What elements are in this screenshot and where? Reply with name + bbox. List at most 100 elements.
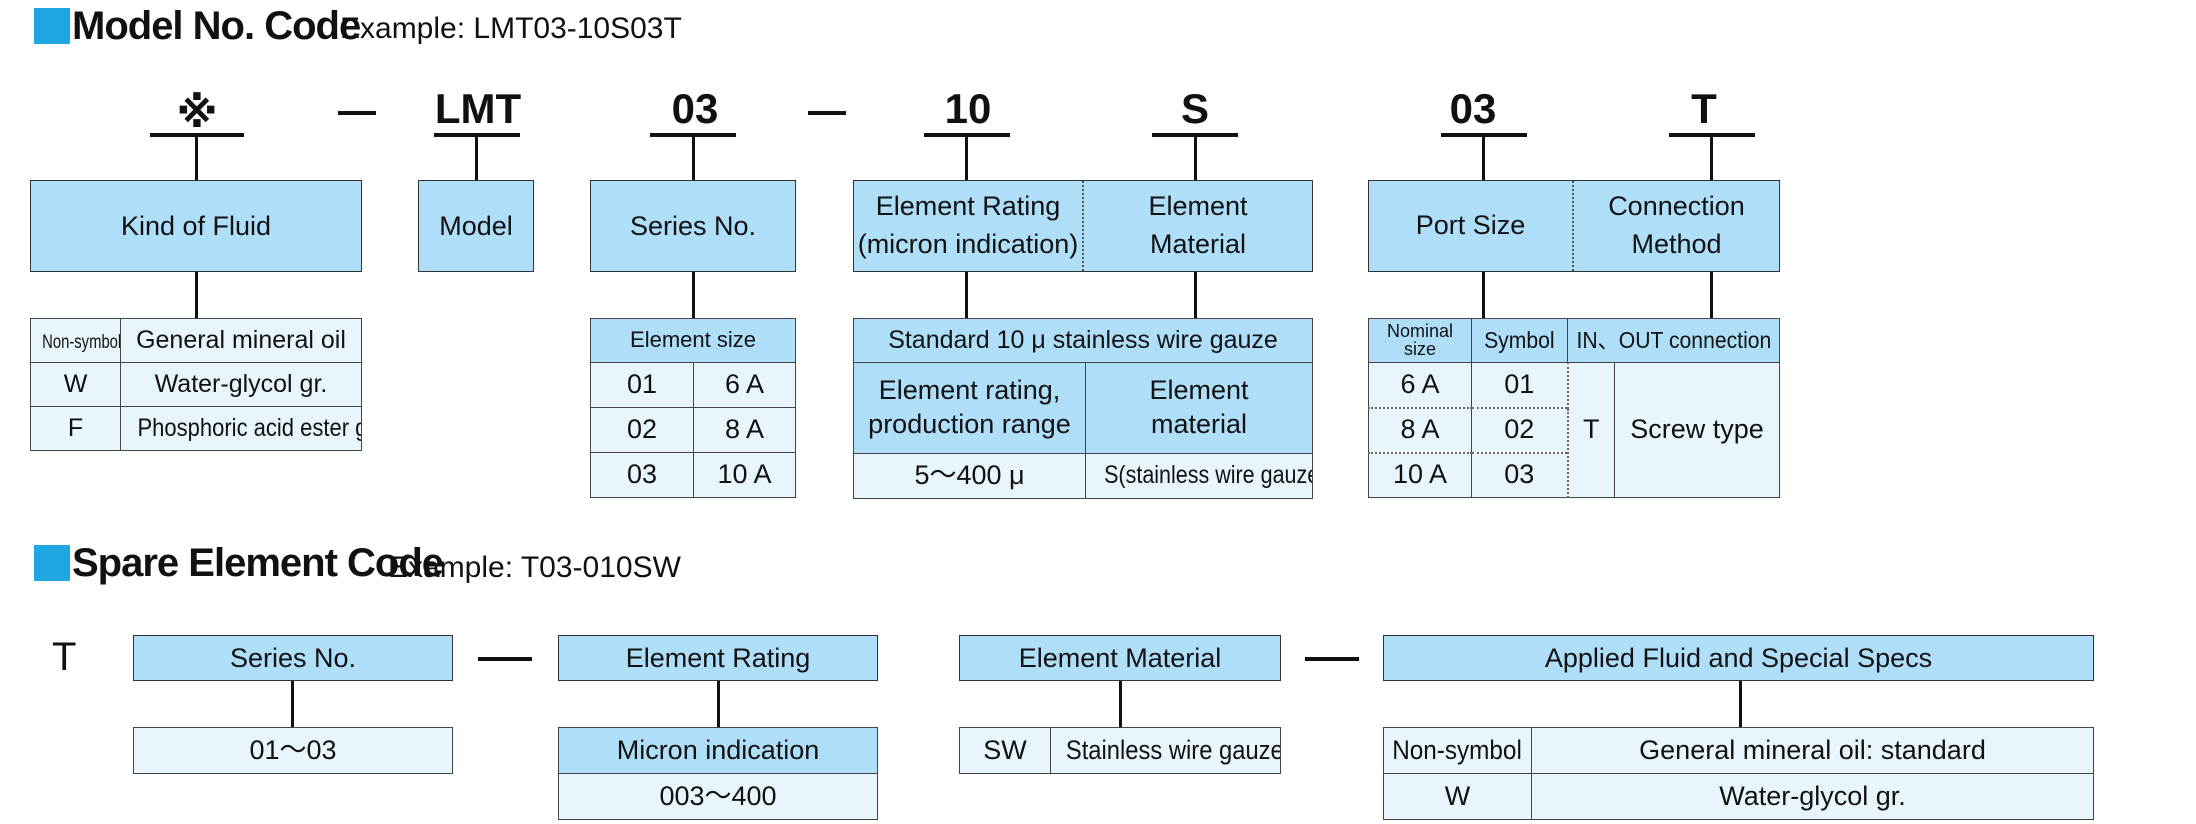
spare-fluid-table: Non-symbol General mineral oil: standard… — [1383, 727, 2094, 820]
spare-series-table: 01～03 — [133, 727, 453, 774]
table-row: 02 8 A — [590, 407, 796, 453]
spare-series-box: Series No. — [133, 635, 453, 681]
fluid-symbol-cell: Non-symbol — [30, 318, 121, 363]
model-box: Model — [418, 180, 534, 272]
series-cell: 03 — [590, 452, 694, 498]
table-row: 10 A 03 — [1368, 451, 1780, 498]
element-rating-label: Element Rating(micron indication) — [857, 191, 1079, 259]
rating-material-table: Standard 10 μ stainless wire gauze Eleme… — [853, 318, 1313, 499]
symbol-header: Symbol — [1471, 318, 1568, 363]
fluid-table: Non-symbol General mineral oil W Water-g… — [30, 318, 362, 451]
standard-gauze-header: Standard 10 μ stainless wire gauze — [853, 318, 1313, 363]
code-rating: 10 — [944, 85, 992, 132]
connector-line — [1482, 272, 1485, 318]
series-no-box: Series No. — [590, 180, 796, 272]
symbol-cell: 02 — [1471, 406, 1569, 453]
fluid-desc-cell: General mineral oil — [120, 318, 362, 363]
spare-material-box: Element Material — [959, 635, 1281, 681]
series-cell: 01 — [590, 362, 694, 408]
code-series: 03 — [671, 85, 719, 132]
table-row: 01～03 — [133, 727, 453, 774]
nominal-size-cell: 10 A — [1368, 451, 1472, 498]
fluid-symbol-cell: Non-symbol — [1383, 727, 1532, 774]
section-marker-square — [34, 545, 70, 581]
code-model: LMT — [434, 85, 522, 132]
spare-rating-value: 003～400 — [558, 773, 878, 820]
rating-range-header: Element rating,production range — [853, 362, 1086, 454]
fluid-desc-cell: General mineral oil: standard — [1531, 727, 2094, 774]
connection-type-cell: Screw type — [1614, 362, 1780, 498]
table-row: Element size — [590, 318, 796, 363]
table-row: 03 10 A — [590, 452, 796, 498]
size-cell: 8 A — [693, 407, 796, 453]
code-dash — [478, 657, 532, 661]
material-value: S(stainless wire gauze) — [1085, 453, 1313, 499]
table-row: W Water-glycol gr. — [1383, 773, 2094, 820]
spare-prefix: T — [52, 635, 77, 679]
micron-indication-header: Micron indication — [558, 727, 878, 774]
spare-rating-table: Micron indication 003～400 — [558, 727, 878, 820]
fluid-symbol-cell: F — [30, 406, 121, 451]
code-dash — [808, 111, 846, 115]
section-marker-square — [34, 8, 70, 44]
fluid-desc-cell: Water-glycol gr. — [1531, 773, 2094, 820]
element-size-table: Element size 01 6 A 02 8 A 03 10 A — [590, 318, 796, 498]
model-code-title: Model No. Code — [72, 4, 361, 48]
symbol-cell: 03 — [1471, 451, 1569, 498]
connector-line — [965, 135, 968, 180]
code-dash — [338, 111, 376, 115]
fluid-desc-cell: Water-glycol gr. — [120, 362, 362, 407]
table-row: Micron indication — [558, 727, 878, 774]
size-cell: 6 A — [693, 362, 796, 408]
table-row: 003～400 — [558, 773, 878, 820]
connector-line — [475, 135, 478, 180]
connector-line — [1194, 272, 1197, 318]
table-row: Non-symbol General mineral oil — [30, 318, 362, 363]
nominal-size-cell: 8 A — [1368, 406, 1472, 453]
connector-line — [1710, 135, 1713, 180]
kind-of-fluid-box: Kind of Fluid — [30, 180, 362, 272]
table-row: 5～400 μ S(stainless wire gauze) — [853, 453, 1313, 499]
connector-line — [692, 272, 695, 318]
element-size-header: Element size — [590, 318, 796, 363]
model-code-example: Example: LMT03-10S03T — [340, 12, 682, 45]
symbol-cell: 01 — [1471, 362, 1569, 408]
table-row: Standard 10 μ stainless wire gauze — [853, 318, 1313, 363]
fluid-symbol-cell: W — [30, 362, 121, 407]
spare-series-value: 01～03 — [133, 727, 453, 774]
spare-code-example: Example: T03-010SW — [388, 551, 681, 584]
connection-header: IN、OUT connection — [1567, 318, 1780, 363]
connector-line — [1482, 135, 1485, 180]
table-row: Non-symbol General mineral oil: standard — [1383, 727, 2094, 774]
connector-line — [1739, 681, 1742, 727]
spare-code-title: Spare Element Code — [72, 541, 444, 585]
fluid-desc-cell: Phosphoric acid ester gr. — [120, 406, 362, 451]
connection-symbol-cell: T — [1566, 362, 1615, 498]
connector-line — [195, 135, 198, 180]
connector-line — [291, 681, 294, 727]
connector-line — [195, 272, 198, 318]
rating-range-value: 5～400 μ — [853, 453, 1086, 499]
table-row: F Phosphoric acid ester gr. — [30, 406, 362, 451]
spare-material-table: SW Stainless wire gauze — [959, 727, 1281, 774]
table-row: 01 6 A — [590, 362, 796, 408]
table-row: W Water-glycol gr. — [30, 362, 362, 407]
code-fluid-symbol: ※ — [176, 89, 218, 136]
series-cell: 02 — [590, 407, 694, 453]
code-connection: T — [1691, 85, 1717, 132]
port-size-label: Port Size — [1415, 210, 1526, 241]
connector-line — [1710, 272, 1713, 318]
table-row: 6 A 01 T Screw type — [1368, 362, 1780, 498]
connector-line — [1119, 681, 1122, 727]
table-row: 8 A 02 — [1368, 406, 1780, 453]
spare-fluid-box: Applied Fluid and Special Specs — [1383, 635, 2094, 681]
code-material: S — [1180, 85, 1209, 132]
size-cell: 10 A — [693, 452, 796, 498]
connector-line — [965, 272, 968, 318]
